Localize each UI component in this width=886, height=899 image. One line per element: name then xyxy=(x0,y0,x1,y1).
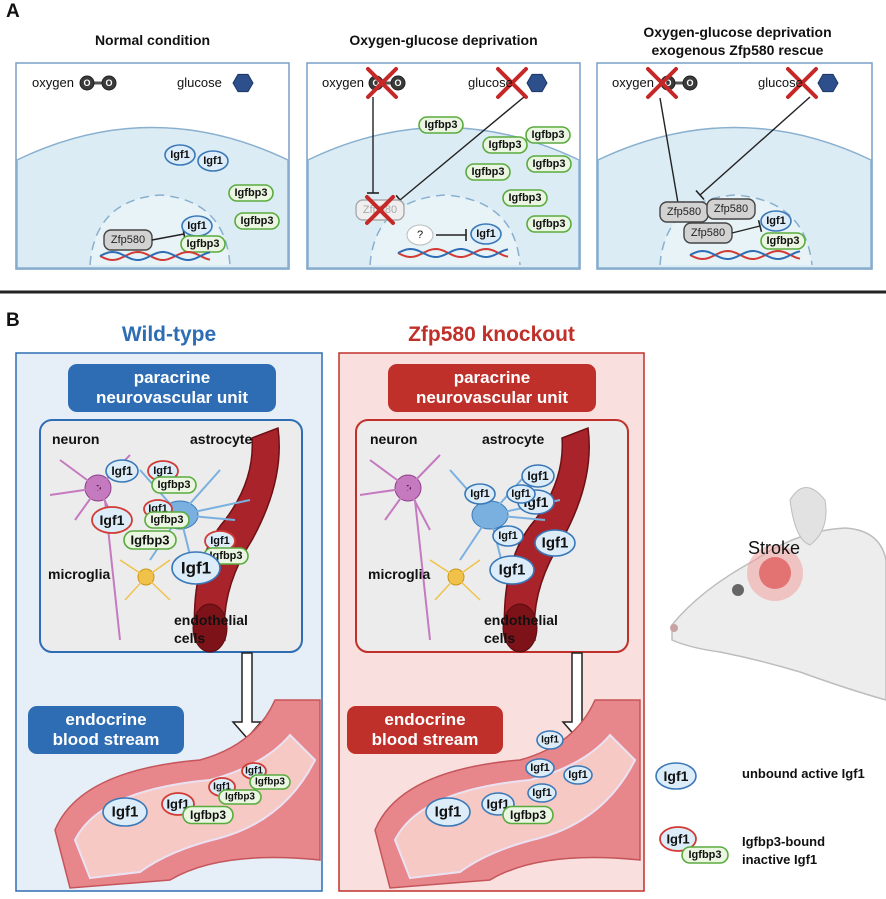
ko-endothelial-line1: endothelial xyxy=(484,612,558,628)
ko-nvu-igf1-c-text: Igf1 xyxy=(511,488,531,500)
a2-unknown-text: ? xyxy=(417,229,423,241)
wt-nvu-igfbp3-c-text: Igfbp3 xyxy=(131,533,170,548)
wt-nvu-igf1-f-text: Igf1 xyxy=(181,559,211,578)
wt-title: Wild-type xyxy=(16,323,322,347)
panel-a1-glucose-label: glucose xyxy=(177,75,222,90)
a1-igfbp3-b-text: Igfbp3 xyxy=(241,215,274,227)
ko-endocrine-box: endocrine blood stream xyxy=(347,706,503,754)
wt-blood-igf1-a-text: Igf1 xyxy=(112,804,139,821)
ko-paracrine-line2: neurovascular unit xyxy=(388,388,596,408)
panel-a1-oxygen-label: oxygen xyxy=(32,75,74,90)
legend-free-text: unbound active Igf1 xyxy=(742,766,865,781)
wt-nvu-igf1-a-text: Igf1 xyxy=(111,464,133,478)
rat-eye xyxy=(732,584,744,596)
a1-igf1-b-text: Igf1 xyxy=(203,155,223,167)
panel-a2-title: Oxygen-glucose deprivation xyxy=(307,32,580,48)
a2-igfbp3-g-text: Igfbp3 xyxy=(533,218,566,230)
a3-zfp580-c-text: Zfp580 xyxy=(691,227,725,239)
ko-astrocyte-label: astrocyte xyxy=(482,431,544,447)
wt-endothelial-line2: cells xyxy=(174,630,205,646)
a1-igf1-a-text: Igf1 xyxy=(170,149,190,161)
wt-nvu-igfbp3-d-text: Igfbp3 xyxy=(151,514,184,526)
panel-a-letter: A xyxy=(6,1,20,23)
a2-igf1-text: Igf1 xyxy=(476,228,496,240)
wt-nvu-igf1-e-text: Igf1 xyxy=(210,535,230,547)
a2-igfbp3-e-text: Igfbp3 xyxy=(472,166,505,178)
ko-endocrine-line2: blood stream xyxy=(347,730,503,750)
a2-igfbp3-d-text: Igfbp3 xyxy=(533,158,566,170)
a1-zfp580-text: Zfp580 xyxy=(111,234,145,246)
wt-astrocyte-label: astrocyte xyxy=(190,431,252,447)
a3-glucose-icon xyxy=(818,74,838,91)
panel-a2-oxygen-label: oxygen xyxy=(322,75,364,90)
panel-a3-glucose-label: glucose xyxy=(758,75,803,90)
ko-blood-igfbp3-b-text: Igfbp3 xyxy=(510,808,546,822)
legend-bound-igf1-text: Igf1 xyxy=(666,832,689,847)
ko-nvu-igf1-e-text: Igf1 xyxy=(498,530,518,542)
a2-igfbp3-b-text: Igfbp3 xyxy=(489,139,522,151)
ko-nvu-igf1-g-text: Igf1 xyxy=(499,562,526,579)
panel-a3-title-line2: exogenous Zfp580 rescue xyxy=(590,42,885,58)
ko-nvu-igf1-a-text: Igf1 xyxy=(527,469,549,483)
legend-free-igf1-text: Igf1 xyxy=(664,768,689,784)
rat-nose xyxy=(670,624,678,632)
ko-blood-igf1-f-text: Igf1 xyxy=(541,735,559,746)
ko-microglia-label: microglia xyxy=(368,566,430,582)
a3-oxygen-icon-o-1: O xyxy=(686,78,693,88)
a3-igfbp3-text: Igfbp3 xyxy=(767,235,800,247)
stroke-label: Stroke xyxy=(748,538,800,559)
wt-paracrine-box: paracrine neurovascular unit xyxy=(68,364,276,412)
ko-endothelial-line2: cells xyxy=(484,630,515,646)
panel-a2-glucose-label: glucose xyxy=(468,75,513,90)
panel-a1-title: Normal condition xyxy=(16,32,289,48)
wt-microglia-label: microglia xyxy=(48,566,110,582)
wt-blood-igfbp3-c-text: Igfbp3 xyxy=(225,792,255,803)
ko-paracrine-line1: paracrine xyxy=(388,368,596,388)
wt-endocrine-box: endocrine blood stream xyxy=(28,706,184,754)
a1-igfbp3-c-text: Igfbp3 xyxy=(187,238,220,250)
ko-nvu-igf1-d-text: Igf1 xyxy=(470,488,490,500)
wt-blood-igfbp3-b-text: Igfbp3 xyxy=(190,808,226,822)
a1-igf1-c-text: Igf1 xyxy=(187,220,207,232)
a2-igfbp3-f-text: Igfbp3 xyxy=(509,192,542,204)
a2-oxygen-icon-o-1: O xyxy=(394,78,401,88)
wt-nvu-igfbp3-b-text: Igfbp3 xyxy=(158,479,191,491)
a3-zfp580-b-text: Zfp580 xyxy=(714,203,748,215)
wt-endocrine-line1: endocrine xyxy=(28,710,184,730)
ko-title: Zfp580 knockout xyxy=(339,323,644,347)
ko-nvu-igf1-f-text: Igf1 xyxy=(542,535,569,552)
a1-oxygen-icon-o-1: O xyxy=(105,78,112,88)
a2-igfbp3-a-text: Igfbp3 xyxy=(425,119,458,131)
ko-blood-igf1-c-text: Igf1 xyxy=(532,787,552,799)
ko-blood-igf1-a-text: Igf1 xyxy=(435,804,462,821)
stroke-core xyxy=(759,557,791,589)
a3-zfp580-a-text: Zfp580 xyxy=(667,206,701,218)
legend-bound-igfbp3-text: Igfbp3 xyxy=(689,849,722,861)
wt-endothelial-line1: endothelial xyxy=(174,612,248,628)
wt-endocrine-line2: blood stream xyxy=(28,730,184,750)
legend-bound-line2: inactive Igf1 xyxy=(742,852,817,867)
ko-paracrine-box: paracrine neurovascular unit xyxy=(388,364,596,412)
a3-igf1-text: Igf1 xyxy=(766,215,786,227)
a1-glucose-icon xyxy=(233,74,253,91)
ko-blood-igf1-d-text: Igf1 xyxy=(530,762,550,774)
wt-blood-igfbp3-d-text: Igfbp3 xyxy=(255,777,285,788)
ko-blood-igf1-e-text: Igf1 xyxy=(568,769,588,781)
wt-nvu-igf1-b-text: Igf1 xyxy=(153,465,173,477)
wt-nvu-igf1-c-text: Igf1 xyxy=(100,512,125,528)
wt-neuron-label: neuron xyxy=(52,431,99,447)
ko-endocrine-line1: endocrine xyxy=(347,710,503,730)
panel-a3-title-line1: Oxygen-glucose deprivation xyxy=(590,24,885,40)
legend-bound-line1: Igfbp3-bound xyxy=(742,834,825,849)
a2-igfbp3-c-text: Igfbp3 xyxy=(532,129,565,141)
panel-a3-oxygen-label: oxygen xyxy=(612,75,654,90)
a1-oxygen-icon-o-0: O xyxy=(83,78,90,88)
ko-neuron-label: neuron xyxy=(370,431,417,447)
wt-paracrine-line2: neurovascular unit xyxy=(68,388,276,408)
wt-paracrine-line1: paracrine xyxy=(68,368,276,388)
a2-glucose-icon xyxy=(527,74,547,91)
a1-igfbp3-a-text: Igfbp3 xyxy=(235,187,268,199)
